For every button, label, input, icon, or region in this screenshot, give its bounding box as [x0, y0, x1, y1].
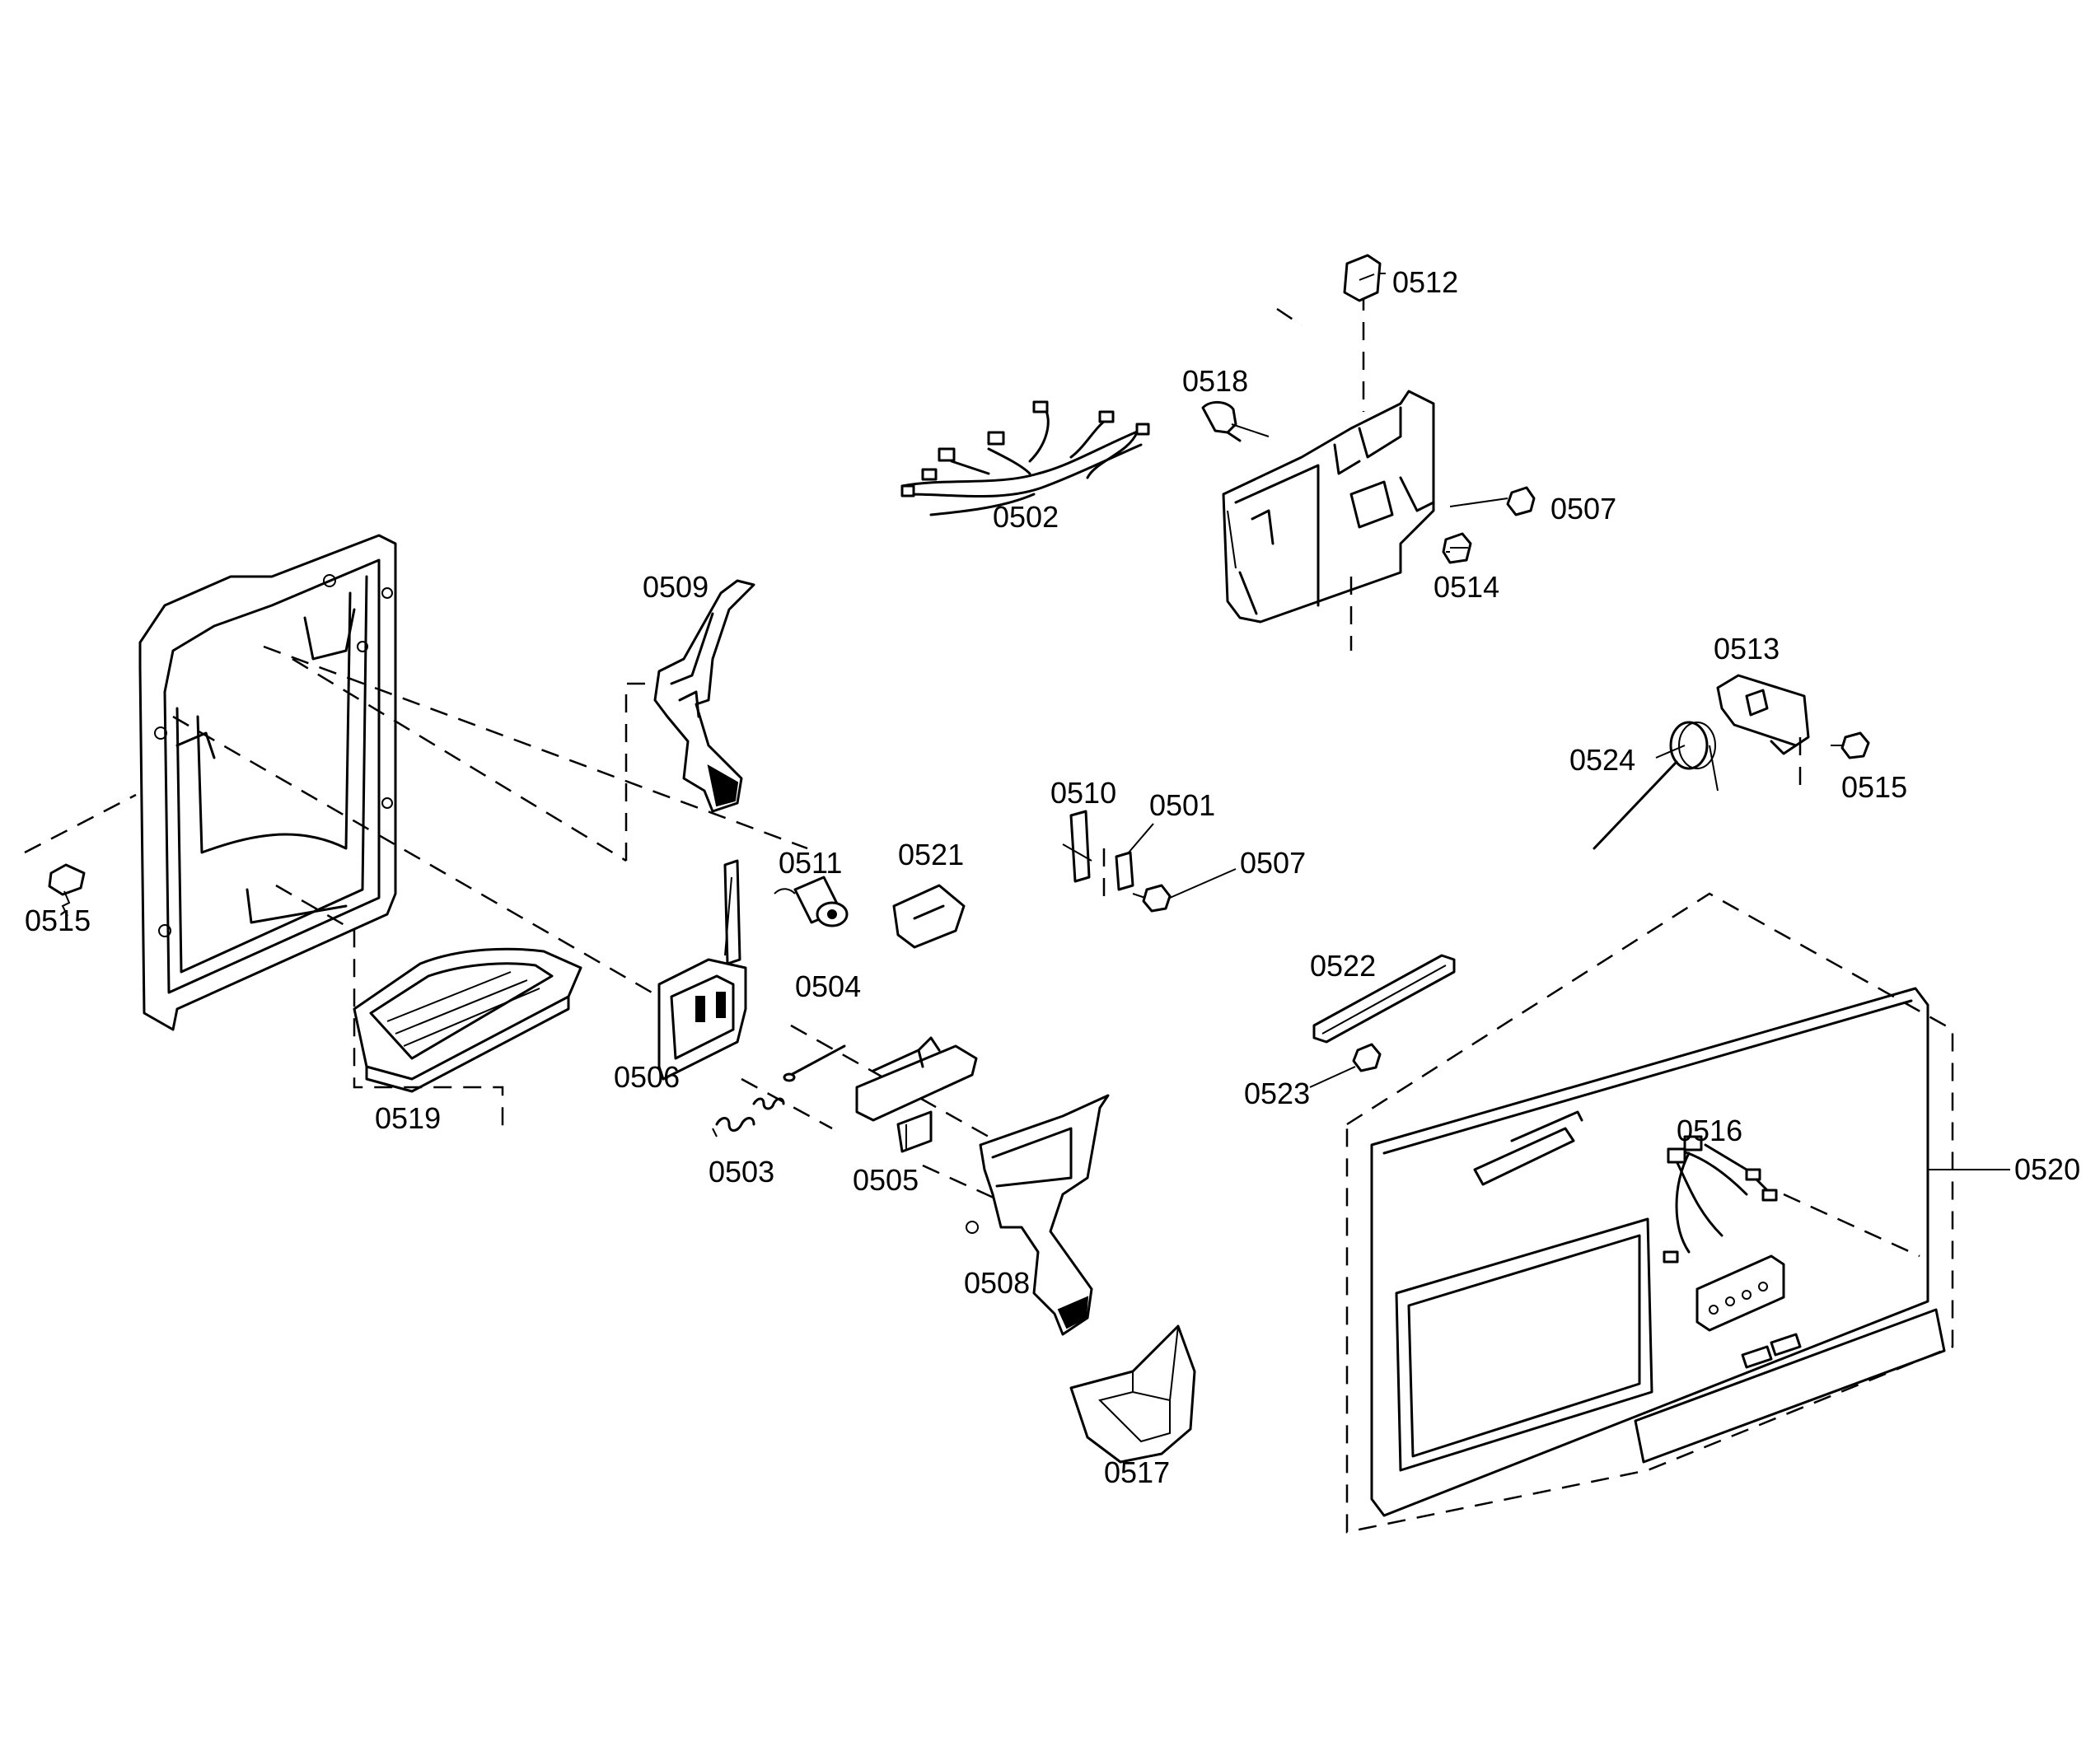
spring-0503	[712, 1097, 785, 1137]
chute-cup-0517	[1069, 1324, 1196, 1464]
label-0509: 0509	[643, 570, 709, 604]
label-0518: 0518	[1182, 364, 1248, 398]
actuator-0510	[1062, 810, 1092, 883]
label-0524: 0524	[1569, 743, 1635, 777]
label-0501: 0501	[1149, 788, 1215, 822]
dispenser-housing	[138, 534, 397, 1031]
lever-0509	[653, 579, 755, 813]
label-0521: 0521	[898, 838, 964, 871]
lever-0508	[966, 1094, 1110, 1336]
label-0507-middle: 0507	[1240, 846, 1306, 880]
float-0524	[1593, 721, 1719, 850]
screw-0523	[1309, 1043, 1382, 1088]
label-0505: 0505	[853, 1163, 919, 1197]
wire-harness-0502	[900, 400, 1150, 516]
front-panel-0520	[1370, 987, 1929, 1517]
actuator-block-0506	[657, 859, 747, 1081]
label-0519: 0519	[375, 1101, 441, 1135]
screw-0515-left	[48, 863, 86, 917]
grommet-0514	[1442, 532, 1472, 564]
label-0513: 0513	[1714, 632, 1780, 666]
label-0512: 0512	[1392, 265, 1458, 299]
part-labels: 0512 0518 0502 0507 0514 0509 0513 0524 …	[25, 265, 2080, 1489]
switch-0512	[1343, 254, 1382, 302]
label-0502: 0502	[993, 500, 1059, 534]
pin-0504	[783, 1044, 846, 1082]
bracket-0513	[1716, 674, 1810, 755]
label-0503: 0503	[709, 1155, 774, 1189]
upper-bracket	[1222, 390, 1435, 624]
leader-lines	[1231, 273, 2010, 1170]
screw-0507-upper	[1449, 486, 1536, 516]
cover-0521	[892, 884, 966, 949]
switch-block-0505	[855, 1036, 978, 1153]
control-board-0516	[1663, 1135, 1785, 1332]
plate-0501	[1115, 823, 1154, 891]
label-0515-right: 0515	[1841, 770, 1907, 804]
screw-0515-right	[1831, 731, 1870, 759]
label-0515-left: 0515	[25, 904, 91, 937]
label-0522: 0522	[1310, 949, 1376, 983]
screw-0507-middle	[1132, 868, 1237, 913]
drip-tray-0519	[353, 947, 582, 1093]
solenoid-0511	[774, 876, 849, 927]
light-bar-0522	[1312, 954, 1456, 1044]
bulb-0518	[1201, 401, 1242, 442]
label-0520: 0520	[2014, 1152, 2080, 1186]
label-0508: 0508	[964, 1266, 1030, 1300]
label-0514: 0514	[1434, 570, 1499, 604]
label-0506: 0506	[614, 1060, 680, 1094]
label-0517: 0517	[1104, 1455, 1170, 1489]
label-0516: 0516	[1677, 1114, 1742, 1147]
label-0523: 0523	[1244, 1077, 1310, 1110]
control-label-strip	[1634, 1308, 1946, 1464]
label-0511: 0511	[779, 846, 842, 880]
label-0507-upper: 0507	[1550, 492, 1616, 525]
label-0510: 0510	[1050, 776, 1116, 810]
label-0504: 0504	[795, 969, 861, 1003]
